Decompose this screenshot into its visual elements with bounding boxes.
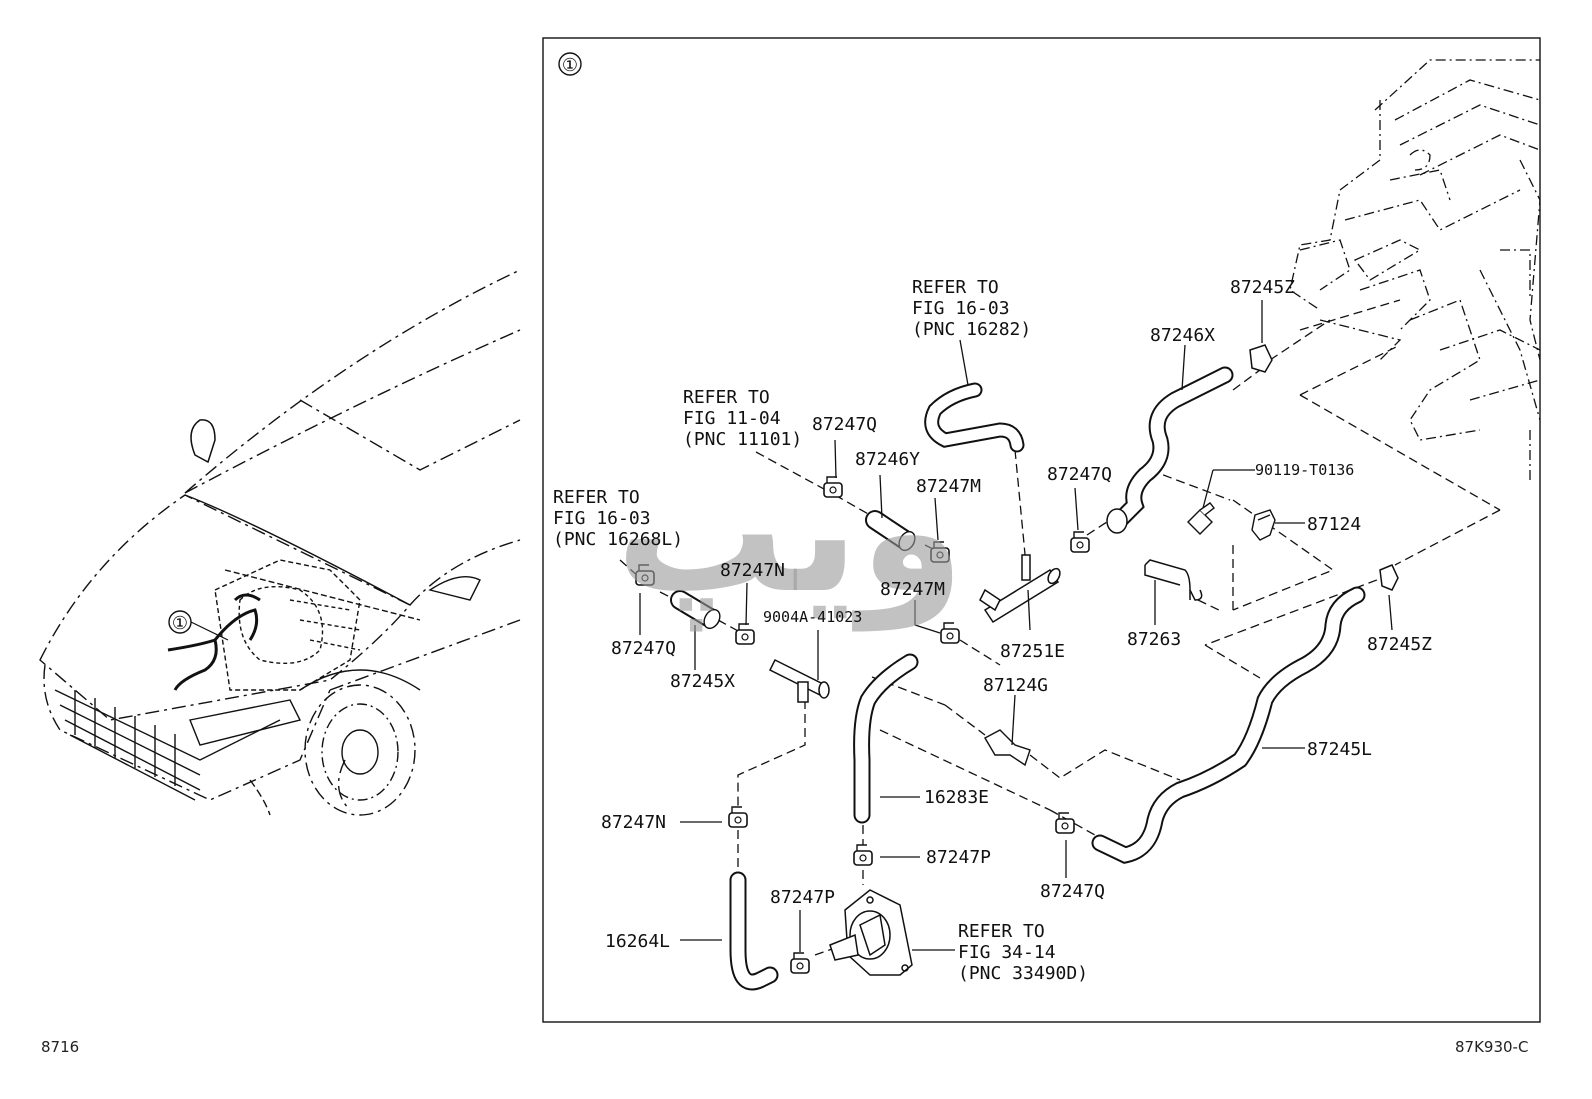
svg-text:REFER TO: REFER TO (912, 277, 999, 298)
part-label-87247Q-b[interactable]: 87247Q (1047, 464, 1112, 485)
footer-right-code: 87K930-C (1455, 1038, 1529, 1056)
svg-text:FIG 11-04: FIG 11-04 (683, 408, 781, 429)
car-overview-illustration (39, 269, 521, 816)
part-label-87247Q-a[interactable]: 87247Q (812, 414, 877, 435)
clamp-87247P-a (853, 844, 873, 866)
reference-16282: REFER TO FIG 16-03 (PNC 16282) (912, 277, 1031, 340)
part-label-87245Z-top[interactable]: 87245Z (1230, 277, 1295, 298)
part-label-87247M-b[interactable]: 87247M (880, 579, 945, 600)
svg-text:REFER TO: REFER TO (553, 487, 640, 508)
part-label-87247N-b[interactable]: 87247N (601, 812, 666, 833)
reference-16268L: REFER TO FIG 16-03 (PNC 16268L) (553, 487, 683, 550)
reference-11101: REFER TO FIG 11-04 (PNC 11101) (683, 387, 802, 450)
part-label-87247P-a[interactable]: 87247P (926, 847, 991, 868)
clamp-87247Q-d (1055, 812, 1075, 834)
part-label-87246Y[interactable]: 87246Y (855, 449, 920, 470)
pump-33490D (829, 889, 913, 976)
joint-87251E (979, 554, 1061, 624)
svg-text:FIG 16-03: FIG 16-03 (553, 508, 651, 529)
leader-lines (639, 300, 1393, 952)
part-label-87124[interactable]: 87124 (1307, 514, 1361, 535)
footer-left-code: 8716 (41, 1038, 80, 1056)
hose-87246Y (865, 510, 916, 552)
part-label-87251E[interactable]: 87251E (1000, 641, 1065, 662)
hose-87245X (670, 590, 721, 630)
heater-unit-illustration (1289, 59, 1541, 480)
part-label-87246X[interactable]: 87246X (1150, 325, 1215, 346)
svg-text:FIG 34-14: FIG 34-14 (958, 942, 1056, 963)
svg-text:REFER TO: REFER TO (683, 387, 770, 408)
svg-text:FIG 16-03: FIG 16-03 (912, 298, 1010, 319)
part-label-9004A-41023[interactable]: 9004A-41023 (763, 608, 862, 626)
car-callout-number: ① (172, 613, 188, 634)
part-label-87124G[interactable]: 87124G (983, 675, 1048, 696)
watermark: ﻭﯾﭗ (615, 433, 964, 632)
reference-33490D: REFER TO FIG 34-14 (PNC 33490D) (958, 921, 1088, 984)
bolt-90119T0136 (1187, 502, 1215, 535)
clamp-87247P-b (790, 952, 810, 974)
clamp-87247Q-b (1070, 531, 1090, 553)
svg-text:(PNC 16268L): (PNC 16268L) (553, 529, 683, 550)
part-label-87245Z-right[interactable]: 87245Z (1367, 634, 1432, 655)
svg-text:(PNC 33490D): (PNC 33490D) (958, 963, 1088, 984)
hose-16264L (729, 871, 779, 991)
part-label-87247N-a[interactable]: 87247N (720, 560, 785, 581)
clamp-87245Z-top (1249, 344, 1273, 373)
svg-text:(PNC 11101): (PNC 11101) (683, 429, 802, 450)
clip-87124G (984, 729, 1031, 767)
svg-text:(PNC 16282): (PNC 16282) (912, 319, 1031, 340)
clamp-87247N-b (728, 806, 748, 828)
svg-text:REFER TO: REFER TO (958, 921, 1045, 942)
hose-87246X (1106, 366, 1234, 534)
part-label-87245X[interactable]: 87245X (670, 671, 735, 692)
hose-16283E (853, 653, 919, 824)
part-label-87247Q-c[interactable]: 87247Q (611, 638, 676, 659)
clip-87124 (1251, 509, 1276, 541)
part-label-87247M-a[interactable]: 87247M (916, 476, 981, 497)
detail-frame (542, 37, 1541, 1023)
part-label-16283E[interactable]: 16283E (924, 787, 989, 808)
bracket-87263 (1144, 559, 1203, 601)
connection-lines (619, 299, 1501, 956)
part-label-87263[interactable]: 87263 (1127, 629, 1181, 650)
part-label-87247P-b[interactable]: 87247P (770, 887, 835, 908)
clamp-87245Z-right (1379, 564, 1399, 591)
part-label-90119-T0136[interactable]: 90119-T0136 (1255, 461, 1354, 479)
joint-9004A41023 (768, 658, 830, 703)
part-label-16264L[interactable]: 16264L (605, 931, 670, 952)
part-label-87245L[interactable]: 87245L (1307, 739, 1372, 760)
part-label-87247Q-d[interactable]: 87247Q (1040, 881, 1105, 902)
hose-87245L (1091, 586, 1366, 864)
frame-callout-number: ① (562, 55, 578, 76)
